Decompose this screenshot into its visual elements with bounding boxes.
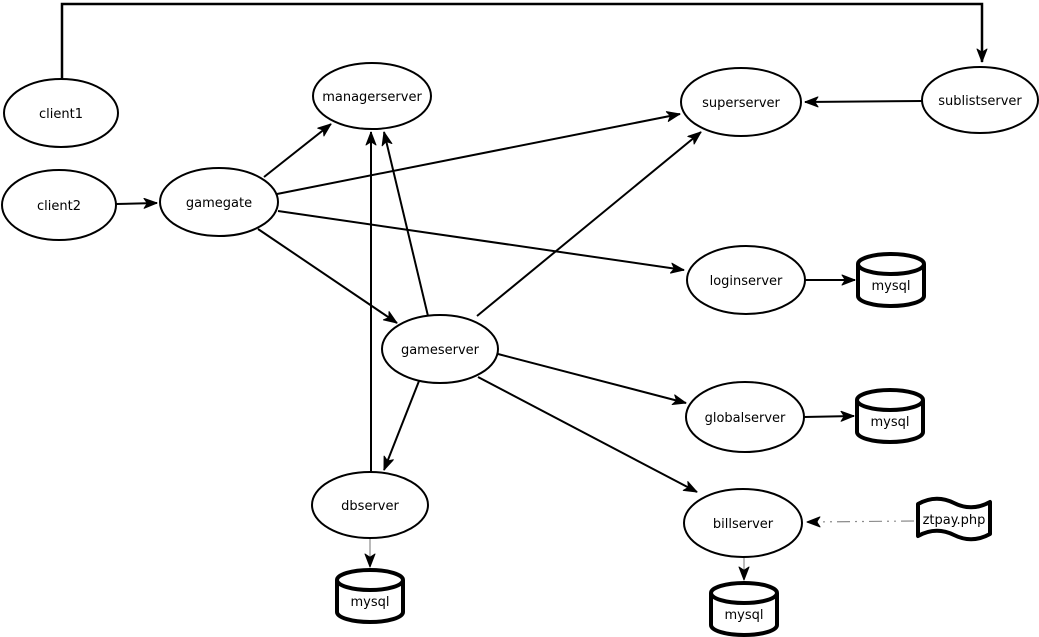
dbserver-ellipse [311,471,429,539]
mysql-label: mysql [725,608,764,623]
database-cylinder-icon [856,252,926,308]
ztpay-label: ztpay.php [923,513,986,528]
node-mysql-dbserver: mysql [335,568,405,624]
node-gameserver: gameserver [381,314,499,384]
globalserver-ellipse [685,381,805,453]
client2-label: client2 [37,199,81,214]
mysql-label: mysql [351,595,390,610]
edge-client1-sublistserver [60,2,988,79]
node-mysql-globalserver: mysql [855,388,925,444]
database-cylinder-icon [855,388,925,444]
edge-client2-gamegate [115,197,158,209]
database-cylinder-icon [709,581,779,637]
gameserver-label: gameserver [401,343,480,358]
wavy-document-icon [916,496,992,542]
sublistserver-label: sublistserver [938,94,1022,109]
node-loginserver: loginserver [686,245,806,315]
edge-gameserver-globalserver [497,353,687,406]
node-billserver: billserver [683,488,803,558]
edge-sublistserver-superserver [804,96,923,108]
node-client1: client1 [3,78,119,148]
edge-gameserver-billserver [477,376,698,493]
client2-ellipse [1,169,117,241]
edge-gamegate-loginserver [277,210,685,274]
gamegate-ellipse [159,167,279,237]
client1-label: client1 [39,107,83,122]
database-cylinder-rim [856,263,926,276]
mysql-label: mysql [872,279,911,294]
database-cylinder-icon [335,568,405,624]
node-globalserver: globalserver [685,381,805,453]
client1-ellipse [3,78,119,148]
node-managerserver: managerserver [312,62,432,130]
edges-layer [60,2,988,581]
edge-globalserver-mysql [803,410,855,422]
node-mysql-loginserver: mysql [856,252,926,308]
managerserver-ellipse [312,62,432,130]
edge-gamegate-superserver [276,111,681,195]
database-cylinder-rim [335,579,405,592]
billserver-label: billserver [713,517,774,532]
node-dbserver: dbserver [311,471,429,539]
edge-ztpay-billserver [806,516,915,528]
database-cylinder-rim [855,399,925,412]
globalserver-label: globalserver [705,411,786,426]
database-cylinder-rim [709,592,779,605]
superserver-ellipse [680,67,802,137]
node-client2: client2 [1,169,117,241]
superserver-label: superserver [702,96,780,111]
gameserver-ellipse [381,314,499,384]
node-superserver: superserver [680,67,802,137]
dbserver-label: dbserver [341,499,399,514]
loginserver-ellipse [686,245,806,315]
edge-gameserver-superserver [476,131,702,317]
edge-gameserver-dbserver [383,380,420,471]
node-gamegate: gamegate [159,167,279,237]
node-ztpay: ztpay.php [916,496,992,542]
mysql-label: mysql [871,415,910,430]
gamegate-label: gamegate [186,196,252,211]
node-mysql-billserver: mysql [709,581,779,637]
managerserver-label: managerserver [322,90,422,105]
edge-gameserver-managerserver [381,131,429,317]
billserver-ellipse [683,488,803,558]
edge-gamegate-managerserver [263,123,332,178]
loginserver-label: loginserver [710,274,783,289]
node-sublistserver: sublistserver [921,66,1039,134]
sublistserver-ellipse [921,66,1039,134]
edge-gamegate-gameserver [257,228,398,324]
